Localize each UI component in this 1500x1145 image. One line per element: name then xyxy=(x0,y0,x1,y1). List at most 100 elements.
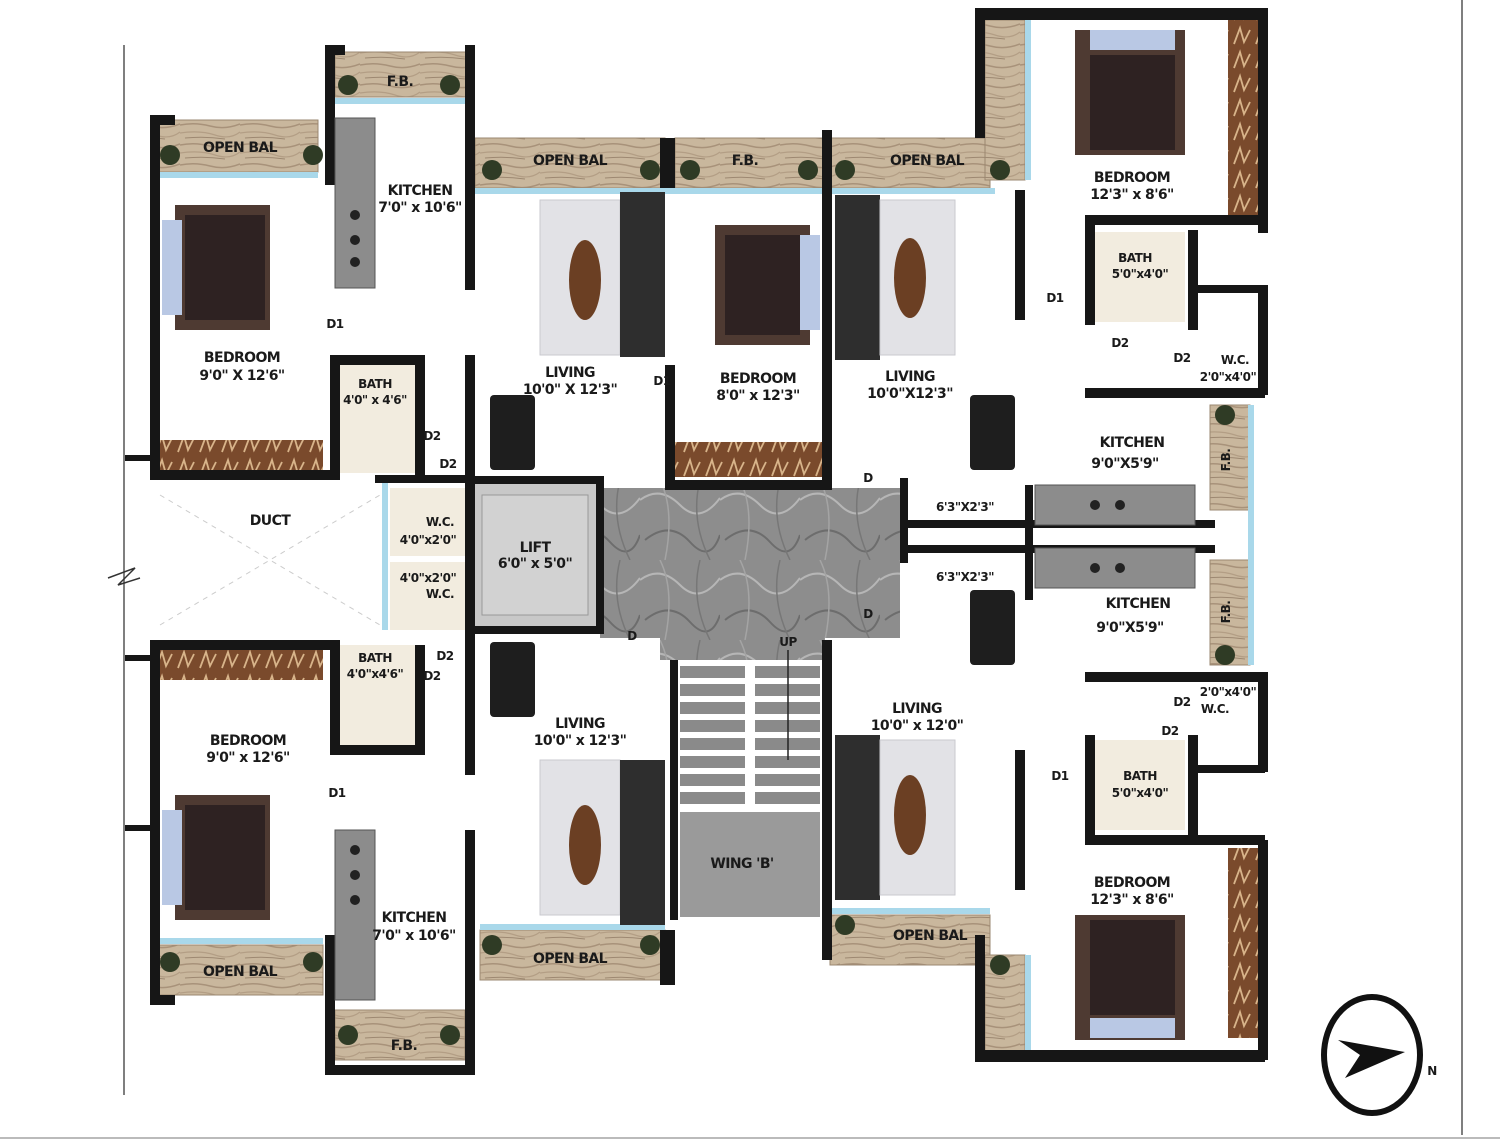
label-lift-dim: 6'0" x 5'0" xyxy=(498,556,572,572)
label-bath-4: BATH xyxy=(1123,769,1157,783)
label-living-4: LIVING xyxy=(892,701,942,717)
label-d2-8: D2 xyxy=(1161,724,1178,738)
label-kitchen-4-dim: 7'0" x 10'6" xyxy=(372,928,455,944)
label-wc-4: W.C. xyxy=(1201,702,1229,716)
label-living-1-dim: 10'0" X 12'3" xyxy=(523,382,617,398)
label-living-4-dim: 10'0" x 12'0" xyxy=(871,718,964,734)
label-fb-5: F.B. xyxy=(391,1038,417,1054)
balcony-side-top xyxy=(984,19,1026,181)
glass-10 xyxy=(382,480,388,630)
label-wc-2-dim: 4'0"x2'0" xyxy=(400,571,457,585)
lift-car xyxy=(481,494,589,616)
glass-2 xyxy=(335,98,465,104)
label-kitchen-1-dim: 7'0" x 10'6" xyxy=(378,200,461,216)
label-bedroom-3-dim: 12'3" x 8'6" xyxy=(1090,187,1173,203)
stove-icons xyxy=(350,210,1125,905)
label-d-2: D xyxy=(627,629,637,643)
wardrobe-2 xyxy=(675,442,825,477)
labels: OPEN BAL F.B. KITCHEN 7'0" x 10'6" BEDRO… xyxy=(199,74,1437,1078)
wardrobe-3 xyxy=(158,645,323,680)
dining-sets xyxy=(490,395,1015,717)
wardrobe-4 xyxy=(1228,20,1260,215)
glass-1 xyxy=(158,172,318,178)
plants xyxy=(160,75,1235,1045)
label-bedroom-1-dim: 9'0" X 12'6" xyxy=(199,368,284,384)
kitchen-4-counter xyxy=(334,829,376,1001)
label-living-3-dim: 10'0" x 12'3" xyxy=(534,733,627,749)
label-wc-1: W.C. xyxy=(426,515,454,529)
glass-9 xyxy=(1025,955,1031,1055)
glass-7 xyxy=(480,924,665,930)
label-d2-3: D2 xyxy=(1111,336,1128,350)
wing-block xyxy=(680,812,820,917)
label-d1-5: D1 xyxy=(1051,769,1068,783)
label-open-bal-5: OPEN BAL xyxy=(533,951,608,967)
label-dim-b: 6'3"X2'3" xyxy=(936,570,994,584)
label-bedroom-5-dim: 12'3" x 8'6" xyxy=(1090,892,1173,908)
balcony-open-3 xyxy=(829,137,991,189)
balcony-open-4 xyxy=(157,944,324,996)
wardrobe-5 xyxy=(1228,848,1260,1038)
label-lift: LIFT xyxy=(520,540,552,556)
label-d1-1: D1 xyxy=(326,317,343,331)
label-wc-4-dim: 2'0"x4'0" xyxy=(1200,685,1257,699)
label-wing: WING 'B' xyxy=(710,856,773,872)
wc-2-floor xyxy=(390,562,465,630)
bed-5 xyxy=(1075,915,1185,1040)
label-d1-2: D1 xyxy=(653,374,670,388)
label-open-bal-4: OPEN BAL xyxy=(203,964,278,980)
label-bedroom-4: BEDROOM xyxy=(210,733,286,749)
label-d2-6: D2 xyxy=(423,669,440,683)
label-fb-2: F.B. xyxy=(732,153,758,169)
bath-1-floor xyxy=(340,365,415,473)
bath-4-floor xyxy=(1095,740,1185,830)
lobby-floor-lower xyxy=(660,600,825,660)
label-living-2-dim: 10'0"X12'3" xyxy=(867,386,953,402)
label-d1-3: D1 xyxy=(1046,291,1063,305)
label-bath-2-dim: 5'0"x4'0" xyxy=(1112,267,1169,281)
label-bath-1-dim: 4'0" x 4'6" xyxy=(343,393,407,407)
label-kitchen-2: KITCHEN xyxy=(1100,435,1165,451)
living-1-furniture xyxy=(539,192,665,357)
living-2-furniture xyxy=(835,195,956,360)
label-d1-4: D1 xyxy=(328,786,345,800)
label-kitchen-3-dim: 9'0"X5'9" xyxy=(1096,620,1164,636)
wardrobe-1 xyxy=(158,440,323,475)
stair-left xyxy=(680,665,745,810)
label-open-bal-3: OPEN BAL xyxy=(890,153,965,169)
label-kitchen-1: KITCHEN xyxy=(388,183,453,199)
bed-3 xyxy=(1075,30,1185,155)
label-open-bal-6: OPEN BAL xyxy=(893,928,968,944)
label-d-3: D xyxy=(863,607,873,621)
label-kitchen-4: KITCHEN xyxy=(382,910,447,926)
label-wc-1-dim: 4'0"x2'0" xyxy=(400,533,457,547)
label-dim-a: 6'3"X2'3" xyxy=(936,500,994,514)
label-bedroom-2: BEDROOM xyxy=(720,371,796,387)
duct-area xyxy=(159,494,381,626)
label-kitchen-3: KITCHEN xyxy=(1106,596,1171,612)
label-open-bal-2: OPEN BAL xyxy=(533,153,608,169)
glass-5 xyxy=(1248,405,1254,665)
label-up: UP xyxy=(779,635,797,649)
label-living-2: LIVING xyxy=(885,369,935,385)
label-bedroom-1: BEDROOM xyxy=(204,350,280,366)
label-d2-1: D2 xyxy=(423,429,440,443)
bath-3-floor xyxy=(340,645,415,745)
label-bath-4-dim: 5'0"x4'0" xyxy=(1112,786,1169,800)
label-bedroom-5: BEDROOM xyxy=(1094,875,1170,891)
label-bedroom-2-dim: 8'0" x 12'3" xyxy=(716,388,799,404)
label-open-bal-1: OPEN BAL xyxy=(203,140,278,156)
wc-1-floor xyxy=(390,488,465,556)
label-living-1: LIVING xyxy=(545,365,595,381)
glass-6 xyxy=(158,938,323,944)
label-bath-3-dim: 4'0"x4'6" xyxy=(347,667,404,681)
break-line xyxy=(107,567,141,586)
label-wc-3-dim: 2'0"x4'0" xyxy=(1200,370,1257,384)
label-bath-3: BATH xyxy=(358,651,392,665)
label-north: N xyxy=(1427,1064,1437,1078)
label-kitchen-2-dim: 9'0"X5'9" xyxy=(1091,456,1159,472)
label-wc-2: W.C. xyxy=(426,587,454,601)
label-fb-4: F.B. xyxy=(1219,601,1233,624)
balcony-fb-2 xyxy=(674,137,826,189)
